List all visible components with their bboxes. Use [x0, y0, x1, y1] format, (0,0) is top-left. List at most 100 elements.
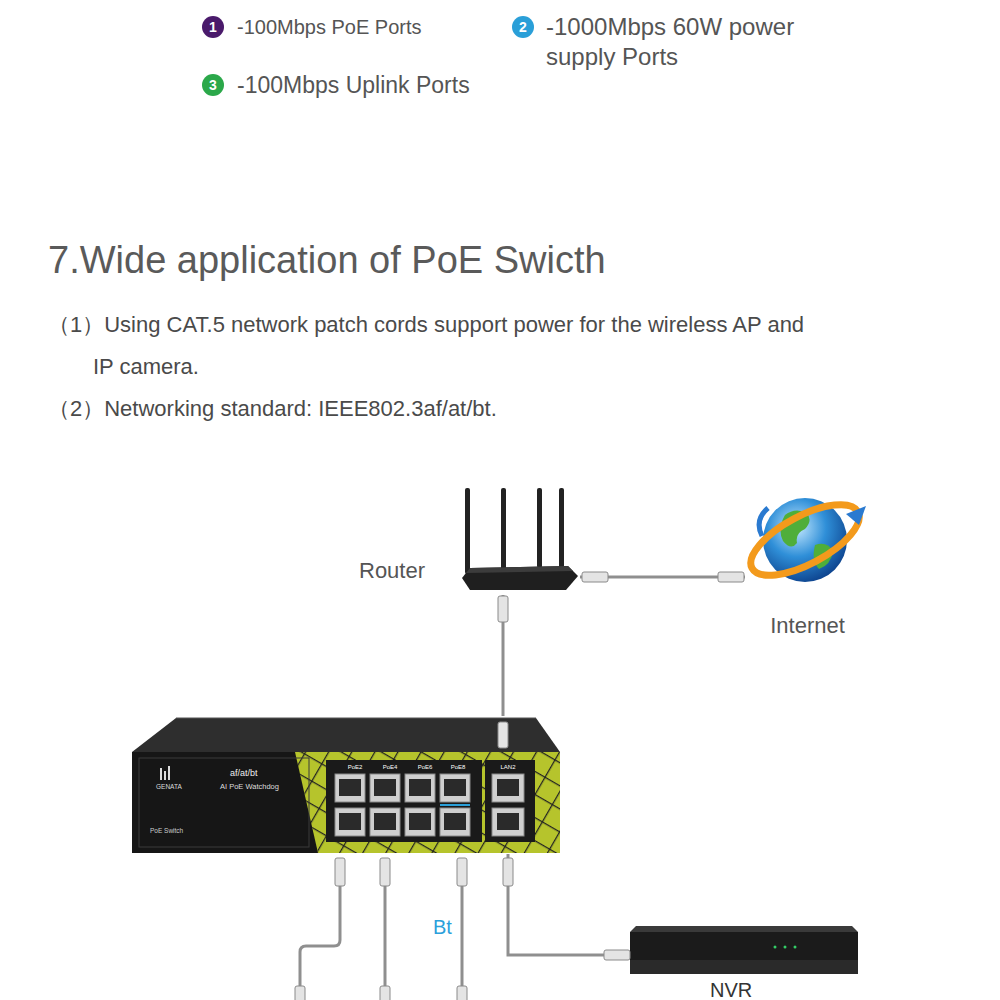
node-label: NVR: [710, 978, 752, 1000]
router-node: Router: [355, 483, 580, 595]
nvr-box: [630, 926, 858, 932]
port-block: [409, 813, 431, 830]
rj45-plug: [295, 572, 744, 1000]
device-cable: [300, 886, 462, 1000]
device-cable: [461, 886, 464, 1000]
rj45-plug: [604, 950, 630, 960]
callout-number: 3: [202, 74, 224, 96]
nvr-box: [630, 932, 858, 974]
standard-label: Bt: [433, 914, 452, 940]
internet-globe: [759, 508, 768, 536]
port-block: [444, 779, 466, 796]
port-block: [339, 779, 361, 796]
port-label: PoE8: [443, 763, 473, 771]
rj45-plug: [503, 858, 513, 886]
network-cable: [508, 854, 630, 955]
poe-switch-body: [132, 718, 560, 752]
rj45-plug: [457, 858, 467, 886]
port-block: [326, 760, 535, 842]
poe-switch-body: [139, 758, 309, 847]
port-block: [485, 760, 535, 842]
rj45-plug: [498, 722, 508, 748]
port-block: [370, 808, 400, 836]
router-icon: [537, 488, 542, 568]
router-icon: [466, 566, 573, 573]
device-cable: [384, 886, 387, 1000]
port-label: PoE2: [340, 763, 370, 771]
rj45-plug: [718, 572, 744, 582]
rj45-plug: [457, 986, 467, 1000]
node-label: Router: [359, 558, 425, 584]
section-title: 7.Wide application of PoE Swicth: [48, 236, 606, 284]
nvr-box: [630, 926, 858, 974]
port-block: [492, 774, 524, 802]
standard-text: af/at/bt: [230, 768, 258, 779]
port-block: [440, 774, 470, 802]
port-description: -1000Mbps 60W power supply Ports: [546, 12, 821, 72]
poe-switch-body: [132, 718, 560, 853]
nvr-node: NVR: [630, 926, 858, 1000]
router-icon: [462, 566, 578, 590]
router-icon: [462, 488, 578, 590]
nvr-box: [784, 946, 787, 949]
poe-switch-body: [164, 771, 166, 780]
rj45-plug: [295, 986, 305, 1000]
router-icon: [559, 488, 564, 568]
port-label: PoE4: [375, 763, 405, 771]
port-label: LAN2: [493, 763, 523, 771]
note-text: （1）Using CAT.5 network patch cords suppo…: [48, 304, 808, 388]
port-block: [405, 808, 435, 836]
poe-switch-body: [168, 766, 170, 780]
internet-globe: [741, 491, 869, 590]
poe-switch-body: [132, 752, 560, 853]
callout-number: 1: [202, 16, 224, 38]
port-label: PoE6: [410, 763, 440, 771]
port-block: [374, 779, 396, 796]
port-block: [405, 774, 435, 802]
port-description: -100Mbps PoE Ports: [237, 14, 422, 40]
poe-switch-body: [160, 768, 162, 780]
rj45-plug: [380, 858, 390, 886]
port-description: -100Mbps Uplink Ports: [237, 70, 470, 100]
port-block: [335, 774, 365, 802]
device-type-text: PoE Switch: [150, 827, 183, 835]
internet-globe: [846, 506, 866, 525]
rj45-plug: [380, 986, 390, 1000]
poe-switch: GENATA af/at/bt AI PoE WatchdogPoE Switch: [132, 716, 562, 854]
model-text: AI PoE Watchdog: [220, 782, 279, 791]
nvr-box: [630, 960, 858, 974]
rj45-plug: [582, 572, 608, 582]
device-cable: [300, 886, 340, 1000]
poe-switch-body: [295, 752, 560, 853]
poe-switch-body: [295, 752, 560, 853]
router-icon: [465, 488, 470, 574]
port-block: [497, 779, 519, 796]
port-block: [497, 813, 519, 830]
port-block: [370, 774, 400, 802]
nvr-box: [774, 946, 777, 949]
port-block: [440, 804, 470, 806]
port-block: [409, 779, 431, 796]
port-block: [492, 808, 524, 836]
note-text: （2）Networking standard: IEEE802.3af/at/b…: [48, 388, 808, 430]
poe-switch-body: [176, 718, 536, 719]
port-block: [326, 760, 482, 842]
rj45-plug: [498, 596, 508, 622]
port-block: [339, 813, 361, 830]
brand-text: GENATA: [156, 783, 182, 791]
port-block: [374, 813, 396, 830]
internet-node: Internet: [745, 485, 873, 641]
node-label: Internet: [745, 613, 870, 639]
port-block: [335, 808, 365, 836]
port-block: [444, 813, 466, 830]
port-block: [440, 808, 470, 836]
router-icon: [501, 488, 506, 570]
rj45-plug: [335, 858, 345, 886]
nvr-box: [794, 946, 797, 949]
callout-number: 2: [512, 16, 534, 38]
internet-globe: [741, 491, 869, 590]
